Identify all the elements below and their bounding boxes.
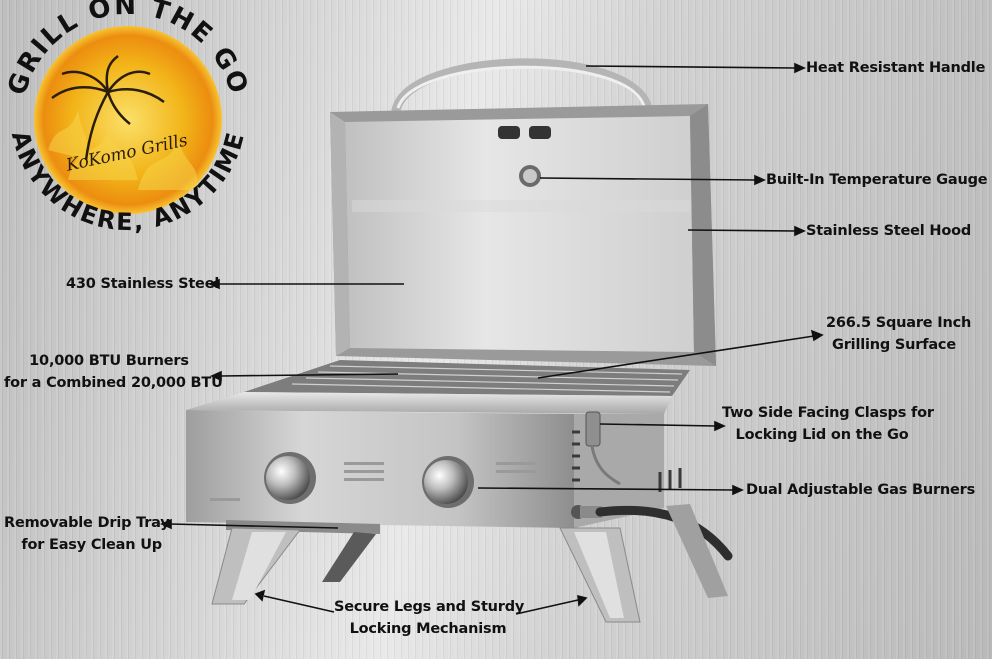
burner-knob-left: [266, 456, 310, 500]
logo-brand: KoKomo Grills: [64, 130, 190, 175]
logo-arc-top: GRILL ON THE GO: [2, 0, 252, 99]
label-drip-tray: Removable Drip Tray for Easy Clean Up: [4, 515, 170, 553]
leg-back-left: [322, 532, 376, 582]
label-stainless-steel-hood: Stainless Steel Hood: [806, 223, 972, 239]
heat-resistant-handle: [391, 58, 653, 115]
grilling-grate: [244, 360, 690, 396]
kokomo-logo: [34, 26, 222, 214]
leg-back-right: [666, 504, 728, 598]
label-temperature-gauge: Built-In Temperature Gauge: [766, 172, 988, 188]
label-gas-burners: Dual Adjustable Gas Burners: [746, 482, 976, 498]
label-side-clasps: Two Side Facing Clasps for Locking Lid o…: [722, 405, 934, 443]
burner-knob-right: [424, 460, 468, 504]
label-heat-resistant-handle: Heat Resistant Handle: [806, 60, 986, 76]
label-btu-burners: 10,000 BTU Burners for a Combined 20,000…: [4, 353, 223, 391]
svg-text:GRILL ON THE GO: GRILL ON THE GO: [2, 0, 254, 99]
label-legs: Secure Legs and Sturdy Locking Mechanism: [334, 599, 525, 637]
palm-tree-icon: [51, 55, 165, 161]
label-grilling-surface: 266.5 Square Inch Grilling Surface: [826, 315, 972, 353]
label-430-stainless-steel: 430 Stainless Steel: [66, 276, 220, 292]
